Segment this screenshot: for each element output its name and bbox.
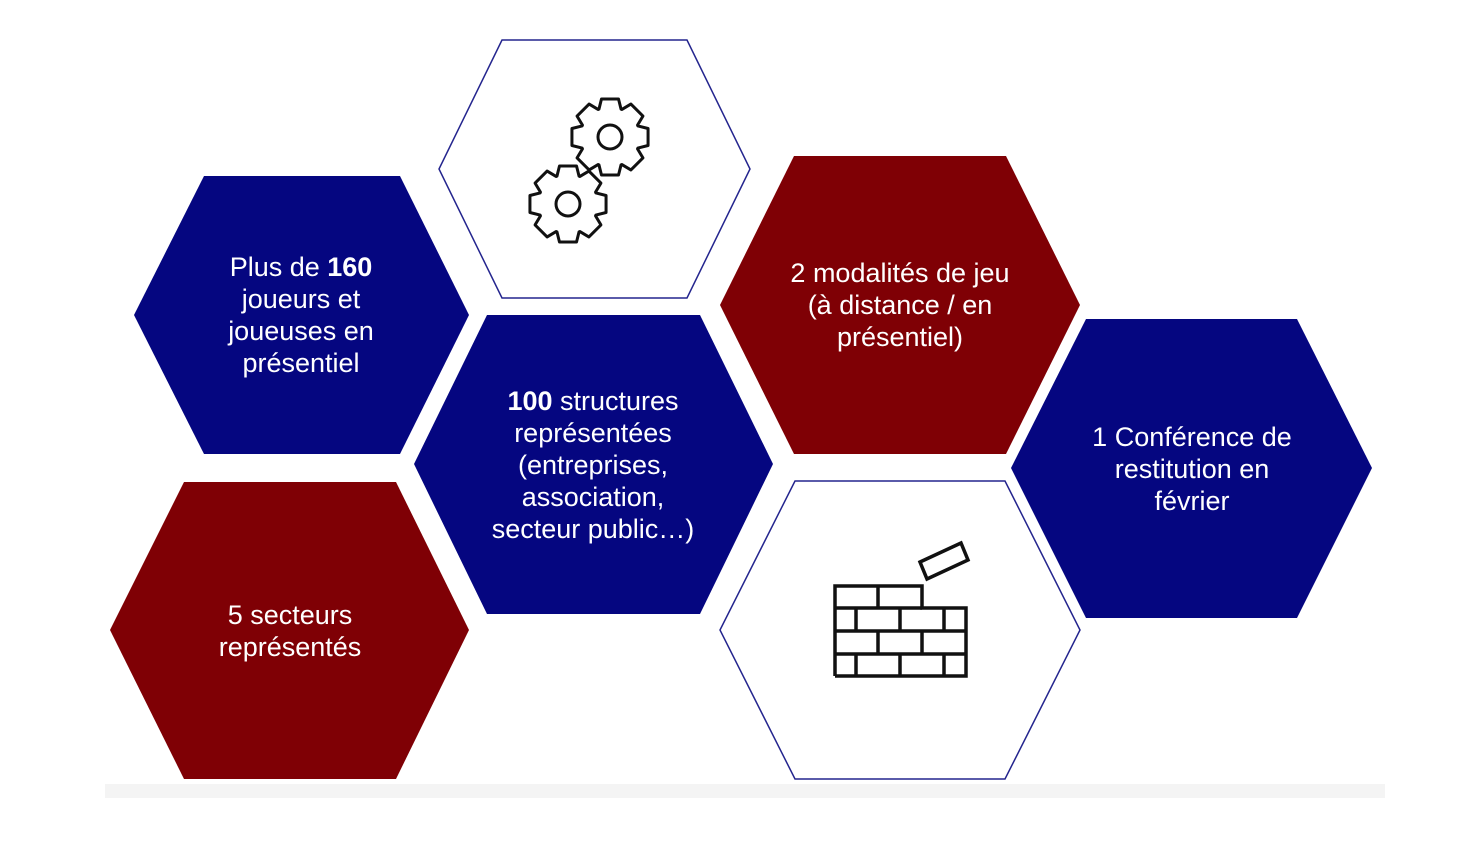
hex-text-line: (à distance / en	[808, 289, 993, 321]
gears-icon	[528, 97, 650, 244]
hex-text-line: présentiel	[242, 347, 359, 379]
hex-text-line: association,	[522, 481, 665, 513]
hex-text-line: représentés	[219, 631, 362, 663]
hex-text-line: 2 modalités de jeu	[790, 257, 1009, 289]
hex-text-line: joueurs et	[242, 283, 361, 315]
hex-text-regular: (entreprises,	[517, 449, 669, 480]
hex-text-line: restitution en	[1115, 453, 1270, 485]
hexagon-modalities	[720, 156, 1080, 454]
gear-bottom-icon	[528, 164, 608, 244]
brick-wall-icon	[833, 540, 971, 678]
hexagon-conference	[1011, 319, 1372, 618]
hex-text-regular: association,	[521, 481, 665, 512]
hex-text-line: Plus de 160	[230, 251, 373, 283]
hex-text-line: 1 Conférence de	[1092, 421, 1292, 453]
hex-text-line: présentiel)	[837, 321, 963, 353]
hex-text-line: représentées	[514, 417, 672, 449]
hex-text-regular: présentiel	[242, 348, 360, 378]
hexagon-gears	[438, 39, 751, 299]
gear-top-icon	[570, 97, 650, 177]
hex-text-line: 5 secteurs	[228, 599, 353, 631]
hex-text-regular: joueurs et	[241, 284, 361, 314]
loose-brick-icon	[917, 540, 971, 582]
hex-text-regular: restitution en	[1114, 453, 1270, 484]
gear-top-hub	[596, 123, 624, 151]
hex-text-regular: représentées	[514, 417, 672, 448]
hex-text-regular: structures	[552, 385, 679, 416]
bottom-strip	[105, 784, 1385, 798]
hexagon-sectors	[110, 482, 469, 779]
gear-bottom-hub	[554, 190, 582, 218]
hex-text-line: février	[1154, 485, 1229, 517]
hexagon-players	[134, 176, 469, 454]
hex-text-regular: représentés	[218, 631, 362, 662]
hex-text-regular: Plus de	[229, 252, 328, 282]
hex-text-line: 100 structures	[507, 385, 678, 417]
hex-text-regular: joueuses en	[228, 316, 374, 346]
hex-text-regular: 2 modalités de jeu	[790, 258, 1010, 288]
hex-text-bold: 100	[507, 385, 553, 416]
hex-text-regular: février	[1154, 485, 1230, 516]
hexagon-structures	[414, 315, 773, 614]
hex-text-regular: (à distance / en	[807, 290, 993, 320]
hex-text-regular: 5 secteurs	[227, 599, 353, 630]
hex-text-line: (entreprises,	[518, 449, 668, 481]
hex-text-regular: présentiel)	[836, 322, 964, 352]
hex-text-bold: 160	[327, 252, 373, 282]
hex-text-regular: 1 Conférence de	[1092, 421, 1292, 452]
hex-text-line: secteur public…)	[492, 513, 695, 545]
hex-text-line: joueuses en	[228, 315, 374, 347]
hex-text-regular: secteur public…)	[491, 513, 695, 544]
